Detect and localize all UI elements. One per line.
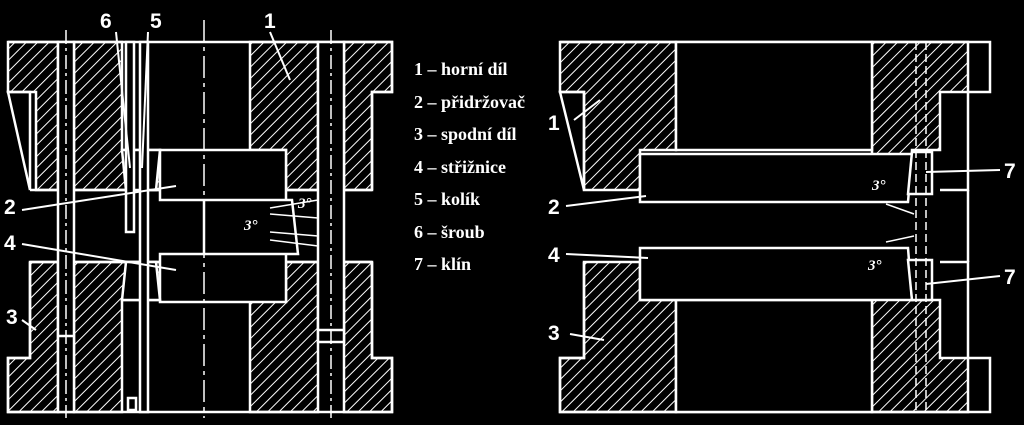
legend-number: 6 — [414, 221, 423, 242]
lower-die-hatch-far-right — [342, 260, 394, 414]
left-callout-6: 6 — [100, 10, 112, 33]
left-callout-1: 1 — [264, 10, 276, 33]
upper-wedge-7 — [906, 150, 934, 196]
legend-number: 5 — [414, 189, 423, 209]
lower-wedge-7 — [906, 258, 934, 302]
right-callout-7-upper: 7 — [1004, 160, 1016, 183]
right-die-plate — [638, 246, 914, 302]
legend-text: kolík — [441, 189, 481, 209]
right-callout-1: 1 — [548, 112, 560, 135]
right-callout-4: 4 — [548, 244, 560, 267]
legend-item-7: 7 – klín — [414, 251, 525, 284]
right-callout-7-lower: 7 — [1004, 266, 1016, 289]
left-callout-2: 2 — [4, 196, 16, 219]
legend-item-6: 6 – šroub — [414, 219, 525, 252]
legend-separator: – — [423, 91, 441, 112]
legend-separator: – — [423, 124, 441, 144]
legend: 1 – horní díl 2 – přidržovač 3 – spodní … — [414, 56, 525, 284]
legend-number: 3 — [414, 124, 423, 144]
legend-text: střižnice — [441, 156, 506, 177]
legend-item-1: 1 – horní díl — [414, 56, 525, 89]
legend-number: 7 — [414, 254, 423, 274]
right-stripper-plate — [638, 152, 914, 204]
right-angle-label-lower: 3° — [867, 258, 882, 274]
right-angle-label-upper: 3° — [871, 178, 886, 194]
left-callout-labels: 6 5 1 2 4 3 3° 3° — [4, 10, 312, 329]
legend-text: klín — [441, 254, 472, 274]
right-callout-2: 2 — [548, 196, 560, 219]
left-callout-5: 5 — [150, 10, 162, 33]
left-angle-label-upper: 3° — [297, 196, 312, 212]
legend-item-4: 4 – střižnice — [414, 154, 525, 187]
legend-separator: – — [423, 189, 441, 209]
legend-text: přidržovač — [441, 91, 525, 112]
legend-separator: – — [423, 221, 441, 242]
legend-separator: – — [423, 254, 441, 274]
right-callout-3: 3 — [548, 322, 560, 345]
legend-separator: – — [423, 156, 441, 177]
legend-number: 2 — [414, 91, 423, 112]
left-callout-3: 3 — [6, 306, 18, 329]
lower-die-hatch-left — [6, 260, 60, 414]
legend-text: horní díl — [441, 59, 508, 79]
legend-number: 1 — [414, 59, 423, 79]
right-callout-labels: 1 7 2 4 7 3 3° 3° — [548, 112, 1016, 345]
left-callout-4: 4 — [4, 232, 16, 255]
stripper-block — [158, 148, 288, 202]
right-drawing — [558, 40, 1001, 414]
legend-item-3: 3 – spodní díl — [414, 121, 525, 154]
legend-text: spodní díl — [441, 124, 517, 144]
legend-separator: – — [423, 59, 441, 79]
legend-item-2: 2 – přidržovač — [414, 89, 525, 122]
legend-item-5: 5 – kolík — [414, 186, 525, 219]
legend-number: 4 — [414, 156, 423, 177]
legend-text: šroub — [441, 221, 485, 242]
die-block — [158, 252, 288, 304]
left-drawing — [6, 20, 394, 418]
upper-die-hatch-far-right — [342, 40, 394, 192]
left-angle-label-lower: 3° — [243, 218, 258, 234]
upper-die-hatch-left — [6, 40, 60, 192]
pin-5 — [138, 40, 150, 414]
